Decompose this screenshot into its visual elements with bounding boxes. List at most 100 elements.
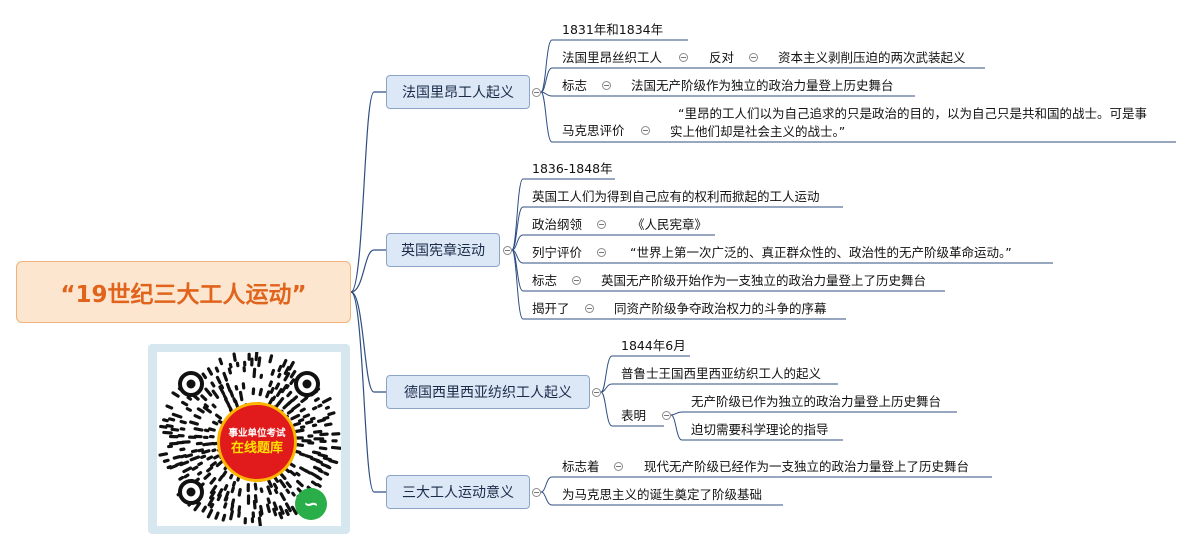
collapse-icon[interactable] xyxy=(592,388,601,397)
qr-dot xyxy=(310,416,316,421)
node-text[interactable]: “里昂的工人们以为自己追求的只是政治的目的，以为自己只是共和国的战士。可是事 xyxy=(678,106,1147,121)
qr-dot xyxy=(215,459,224,468)
node-text[interactable]: 法国里昂丝织工人 xyxy=(562,50,663,65)
node-text[interactable]: 《人民宪章》 xyxy=(632,217,708,232)
qr-dot xyxy=(201,449,211,455)
qr-dot xyxy=(230,504,235,512)
node-text[interactable]: 列宁评价 xyxy=(532,245,583,260)
collapse-icon[interactable] xyxy=(585,304,594,313)
node-text[interactable]: 揭开了 xyxy=(532,301,570,316)
collapse-icon[interactable] xyxy=(532,88,541,97)
qr-dot xyxy=(277,372,282,379)
qr-dot xyxy=(293,421,301,427)
collapse-icon[interactable] xyxy=(614,462,623,471)
qr-dot xyxy=(201,372,208,380)
qr-dot xyxy=(266,485,273,495)
node-text[interactable]: 马克思评价 xyxy=(562,123,625,138)
qr-dot xyxy=(210,381,216,388)
node-text[interactable]: 1844年6月 xyxy=(621,338,686,353)
qr-dot xyxy=(214,511,220,520)
qr-dot xyxy=(313,429,323,434)
node-text[interactable]: 同资产阶级争夺政治权力的斗争的序幕 xyxy=(614,301,827,316)
qr-dot xyxy=(191,465,199,471)
collapse-icon[interactable] xyxy=(641,126,650,135)
node-text[interactable]: 实上他们却是社会主义的战士。” xyxy=(670,124,846,139)
qr-dot xyxy=(285,384,290,390)
qr-dot xyxy=(270,368,276,376)
branch-significance[interactable]: 三大工人运动意义 xyxy=(386,475,530,509)
qr-dot xyxy=(278,511,284,520)
qr-dot xyxy=(252,499,257,510)
collapse-icon[interactable] xyxy=(572,276,581,285)
qr-dot xyxy=(193,414,202,420)
qr-dot xyxy=(278,505,285,515)
node-text[interactable]: 迫切需要科学理论的指导 xyxy=(691,422,829,437)
collapse-icon[interactable] xyxy=(602,81,611,90)
qr-dot xyxy=(209,502,215,509)
qr-dot xyxy=(206,466,214,473)
qr-dot xyxy=(257,356,262,368)
qr-logo-badge: 事业单位考试 在线题库 xyxy=(217,402,297,482)
node-text[interactable]: 法国无产阶级作为独立的政治力量登上历史舞台 xyxy=(631,78,894,93)
node-text[interactable]: 标志 xyxy=(562,78,588,93)
qr-dot xyxy=(218,385,226,396)
qr-dot xyxy=(279,492,286,502)
node-text[interactable]: 反对 xyxy=(709,50,735,65)
node-text[interactable]: 标志着 xyxy=(562,459,600,474)
qr-dot xyxy=(275,387,283,398)
qr-dot xyxy=(206,455,214,461)
node-text[interactable]: 标志 xyxy=(532,273,558,288)
qr-dot xyxy=(203,428,210,433)
qr-dot xyxy=(314,474,323,481)
qr-dot xyxy=(165,423,174,429)
node-text[interactable]: 资本主义剥削压迫的两次武装起义 xyxy=(778,50,966,65)
collapse-icon[interactable] xyxy=(662,411,671,420)
qr-dot xyxy=(291,491,296,497)
qr-code-panel: 事业单位考试 在线题库 ∽ xyxy=(148,344,350,534)
branch-france-lyon[interactable]: 法国里昂工人起义 xyxy=(386,75,530,109)
node-text[interactable]: 政治纲领 xyxy=(532,217,583,232)
qr-dot xyxy=(206,367,214,376)
node-text[interactable]: 现代无产阶级已经作为一支独立的政治力量登上了历史舞台 xyxy=(644,459,970,474)
qr-dot xyxy=(200,394,208,402)
qr-dot xyxy=(313,397,320,403)
collapse-icon[interactable] xyxy=(597,220,606,229)
node-text[interactable]: 无产阶级已作为独立的政治力量登上历史舞台 xyxy=(691,394,942,409)
node-text[interactable]: 1836-1848年 xyxy=(532,161,613,176)
node-text[interactable]: 表明 xyxy=(621,408,647,423)
qr-dot xyxy=(316,483,322,488)
collapse-icon[interactable] xyxy=(532,488,541,497)
node-text[interactable]: 英国工人们为得到自己应有的权利而掀起的工人运动 xyxy=(532,189,820,204)
node-text[interactable]: 为马克思主义的诞生奠定了阶级基础 xyxy=(562,487,763,502)
qr-dot xyxy=(268,354,274,364)
collapse-icon[interactable] xyxy=(749,53,758,62)
branch-germany-silesia[interactable]: 德国西里西亚纺织工人起义 xyxy=(386,375,590,409)
qr-dot xyxy=(254,352,259,362)
qr-dot xyxy=(317,403,323,408)
qr-dot xyxy=(317,468,324,474)
connector xyxy=(540,39,688,93)
qr-dot xyxy=(278,471,287,481)
qr-dot xyxy=(197,471,203,476)
connector xyxy=(511,206,843,251)
node-text[interactable]: “世界上第一次广泛的、真正群众性的、政治性的无产阶级革命运动。” xyxy=(630,245,1012,260)
qr-dot xyxy=(215,375,222,385)
node-text[interactable]: 普鲁士王国西里西亚纺织工人的起义 xyxy=(621,366,822,381)
qr-dot xyxy=(203,472,212,480)
branch-england-chartism[interactable]: 英国宪章运动 xyxy=(386,233,500,267)
root-topic[interactable]: “19世纪三大工人运动” xyxy=(16,261,351,323)
node-text[interactable]: 英国无产阶级开始作为一支独立的政治力量登上了历史舞台 xyxy=(601,273,927,288)
qr-dot xyxy=(218,357,224,366)
qr-dot xyxy=(229,509,234,521)
collapse-icon[interactable] xyxy=(503,246,512,255)
qr-dot xyxy=(223,502,228,509)
qr-dot xyxy=(208,427,216,432)
qr-dot xyxy=(258,387,263,397)
qr-dot xyxy=(253,482,258,491)
qr-dot xyxy=(207,496,215,507)
connector xyxy=(670,414,843,441)
qr-dot xyxy=(289,469,297,477)
collapse-icon[interactable] xyxy=(679,53,688,62)
collapse-icon[interactable] xyxy=(597,248,606,257)
node-text[interactable]: 1831年和1834年 xyxy=(562,22,664,37)
